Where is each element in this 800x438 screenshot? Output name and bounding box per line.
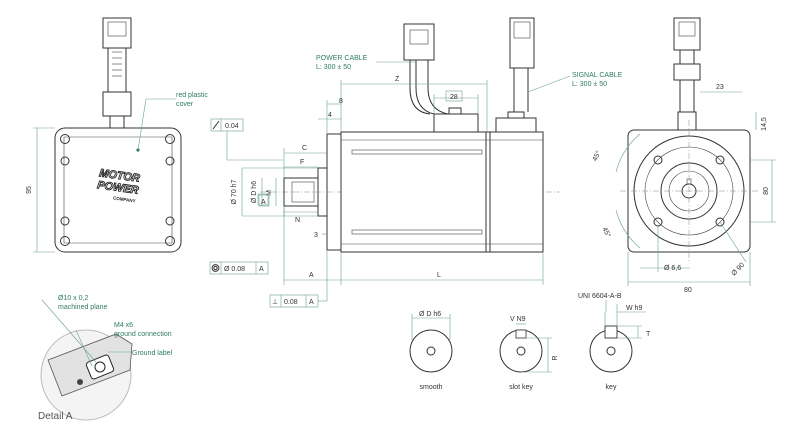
svg-text:⊥: ⊥ xyxy=(272,299,278,306)
note-ground-connection-2: ground connection xyxy=(114,331,172,338)
note-power-cable-1: POWER CABLE xyxy=(316,55,368,62)
dim-smooth-dia: Ø D h6 xyxy=(419,311,441,318)
note-signal-cable-2: L: 300 ± 50 xyxy=(572,81,607,88)
shaft-variants: Ø D h6 smooth V N9 R slot key W h9 UNI 6… xyxy=(409,293,651,391)
side-view: 0.04 POWER CABLE xyxy=(209,17,623,308)
rear-housing xyxy=(54,127,182,253)
dim-flatness: 0.04 xyxy=(225,123,239,130)
front-connector xyxy=(673,17,701,51)
label-slot-key: slot key xyxy=(509,384,533,391)
note-ground-connection-1: M4 x6 xyxy=(114,322,133,329)
label-smooth: smooth xyxy=(420,384,443,391)
dim-23: 23 xyxy=(716,84,724,91)
note-signal-cable-1: SIGNAL CABLE xyxy=(572,72,623,79)
label-key: key xyxy=(606,384,617,391)
dim-80-right: 80 xyxy=(763,187,770,195)
dim-Z: Z xyxy=(395,76,400,83)
datum-box xyxy=(258,194,270,207)
dim-slot-depth: R xyxy=(552,355,559,360)
svg-text:A: A xyxy=(309,299,314,306)
note-uni: UNI 6604-A-B xyxy=(578,293,622,300)
rear-cable-gland xyxy=(102,91,132,117)
note-ground-label: Ground label xyxy=(132,350,173,357)
dim-L: L xyxy=(437,272,441,279)
dim-hole-dia: Ø 6,6 xyxy=(664,265,681,272)
flange-hole xyxy=(715,217,725,227)
power-plug xyxy=(403,23,435,61)
dim-A: A xyxy=(309,272,314,279)
ground-label xyxy=(85,354,115,380)
motor-body xyxy=(340,131,544,253)
power-cable xyxy=(415,60,435,115)
dim-80-bottom: 80 xyxy=(684,287,692,294)
note-machined-plane-1: Ø10 x 0,2 xyxy=(58,295,88,302)
svg-text:COMPANY: COMPANY xyxy=(113,195,136,203)
dim-pilot-dia: Ø 70 h7 xyxy=(231,179,238,204)
dim-C: C xyxy=(302,145,307,152)
dim-perpendicularity: 0.08 xyxy=(284,299,298,306)
concentricity-frame xyxy=(209,261,269,275)
detail-a: Ø10 x 0,2 machined plane M4 x6 ground co… xyxy=(38,295,173,422)
smooth-shaft xyxy=(409,329,453,373)
front-view: 45° 45° 23 14,5 80 Ø 6,6 Ø 90 80 xyxy=(591,17,776,294)
mount-hole xyxy=(165,134,175,144)
note-red-cover-1: red plastic xyxy=(176,92,208,99)
datum-A: A xyxy=(261,199,266,206)
flange-hole xyxy=(653,155,663,165)
dim-M: M xyxy=(266,190,273,196)
dim-height: 95 xyxy=(26,186,33,194)
power-connector-box xyxy=(433,113,479,133)
dim-F: F xyxy=(300,159,304,166)
dim-angle-top: 45° xyxy=(591,149,603,162)
ground-screw xyxy=(77,379,83,385)
dim-3: 3 xyxy=(314,232,318,239)
dim-28: 28 xyxy=(450,94,458,101)
dim-14-5: 14,5 xyxy=(761,117,768,131)
dim-8: 8 xyxy=(339,98,343,105)
mount-hole xyxy=(60,236,70,246)
signal-plug xyxy=(509,17,535,69)
rear-view: MOTOR POWER COMPANY 95 red plastic cover xyxy=(26,17,208,253)
signal-connector-box xyxy=(495,117,537,133)
flange-hole xyxy=(715,155,725,165)
dim-shaft-dia: Ø D h6 xyxy=(251,181,258,203)
dim-4: 4 xyxy=(328,112,332,119)
mount-hole xyxy=(165,236,175,246)
rear-connector xyxy=(102,17,132,49)
motor-power-logo: MOTOR POWER COMPANY xyxy=(96,167,141,204)
dim-key-height: T xyxy=(646,331,651,338)
dim-angle-bottom: 45° xyxy=(600,226,612,239)
svg-text:POWER: POWER xyxy=(96,179,139,197)
key xyxy=(604,325,618,339)
dim-slot-width: V N9 xyxy=(510,316,526,323)
dim-key-width: W h9 xyxy=(626,305,642,312)
detail-label: Detail A xyxy=(38,411,73,422)
mount-hole xyxy=(60,134,70,144)
dim-pcd: Ø 90 xyxy=(730,262,746,278)
dim-concentricity: Ø 0.08 xyxy=(224,266,245,273)
note-power-cable-2: L: 300 ± 50 xyxy=(316,64,351,71)
note-red-cover-2: cover xyxy=(176,101,194,108)
dim-N: N xyxy=(295,217,300,224)
note-machined-plane-2: machined plane xyxy=(58,304,108,311)
svg-text:A: A xyxy=(259,266,264,273)
